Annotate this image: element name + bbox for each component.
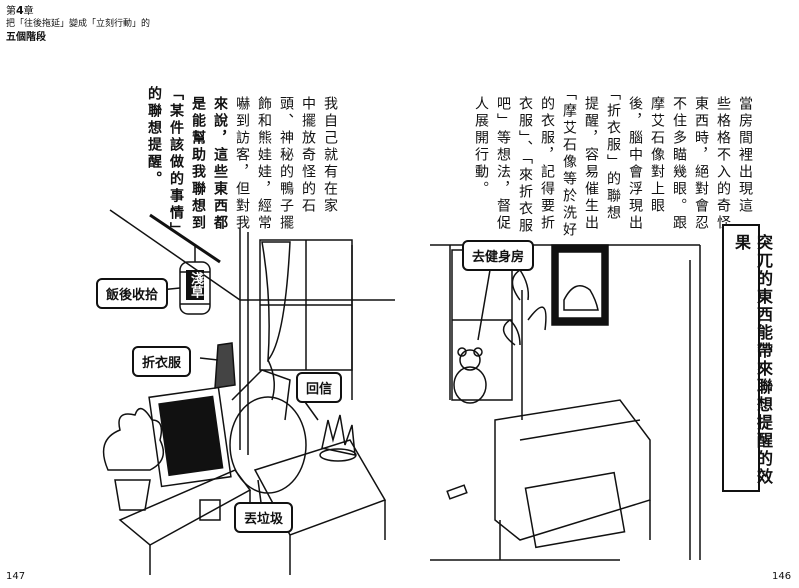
right-text-col-12: 吧」等想法，督促	[495, 96, 511, 232]
lantern-label: 淺草	[186, 270, 204, 300]
right-text-col-3: 東西時，絕對會忍	[693, 96, 709, 232]
right-text-col-13: 人展開行動。	[473, 96, 489, 198]
left-text-col-5: 嚇到訪客，但對我	[234, 96, 250, 232]
bubble-fold-clothes: 折衣服	[132, 346, 192, 377]
page-number-right: 146	[772, 571, 792, 582]
section-title-box: 突兀的東西能帶來聯想提醒的效果	[722, 224, 773, 492]
chapter-header: 第4章 把「往後拖延」變成「立刻行動」的 五個階段	[6, 4, 150, 44]
left-text-col-9: 的聯想提醒。	[146, 86, 162, 188]
book-section: 五個階段	[6, 32, 46, 43]
section-title: 突兀的東西能帶來聯想提醒的效果	[732, 234, 773, 486]
page-number-left: 147	[6, 571, 26, 582]
right-text-col-10: 的衣服，記得要折	[539, 96, 555, 232]
bubble-reply-letter: 回信	[296, 372, 343, 403]
right-text-col-7: 「折衣服」的聯想	[605, 86, 621, 222]
bubble-take-trash: 丟垃圾	[234, 502, 294, 533]
left-text-col-6: 來說，這些東西都	[212, 96, 228, 232]
right-text-col-8: 提醒，容易催生出	[583, 96, 599, 232]
right-text-col-1: 當房間裡出現這	[737, 96, 753, 215]
book-subtitle: 把「往後拖延」變成「立刻行動」的	[6, 19, 151, 29]
right-text-col-5: 摩艾石像對上眼	[649, 96, 665, 215]
left-text-col-1: 我自己就有在家	[322, 96, 338, 215]
left-text-col-3: 頭、神秘的鴨子擺	[278, 96, 294, 232]
left-text-col-4: 飾和熊娃娃，經常	[256, 96, 272, 232]
left-text-col-8: 「某件該做的事情」	[168, 86, 184, 239]
left-text-col-2: 中擺放奇怪的石	[300, 96, 316, 215]
chapter-suffix: 章	[23, 6, 34, 17]
right-text-col-2: 些格格不入的奇怪	[715, 96, 731, 232]
bubble-go-gym: 去健身房	[462, 240, 535, 271]
chapter-number: 4	[16, 4, 24, 17]
right-room-illustration	[430, 244, 701, 561]
left-text-col-7: 是能幫助我聯想到	[190, 96, 206, 232]
right-text-col-4: 不住多瞄幾眼。跟	[671, 96, 687, 232]
chapter-prefix: 第	[6, 6, 16, 17]
right-text-col-11: 衣服」、「來折衣服	[517, 96, 533, 235]
right-text-col-6: 後，腦中會浮現出	[627, 96, 643, 232]
right-text-col-9: 「摩艾石像等於洗好	[561, 86, 577, 239]
bubble-after-meal: 飯後收拾	[96, 278, 169, 309]
